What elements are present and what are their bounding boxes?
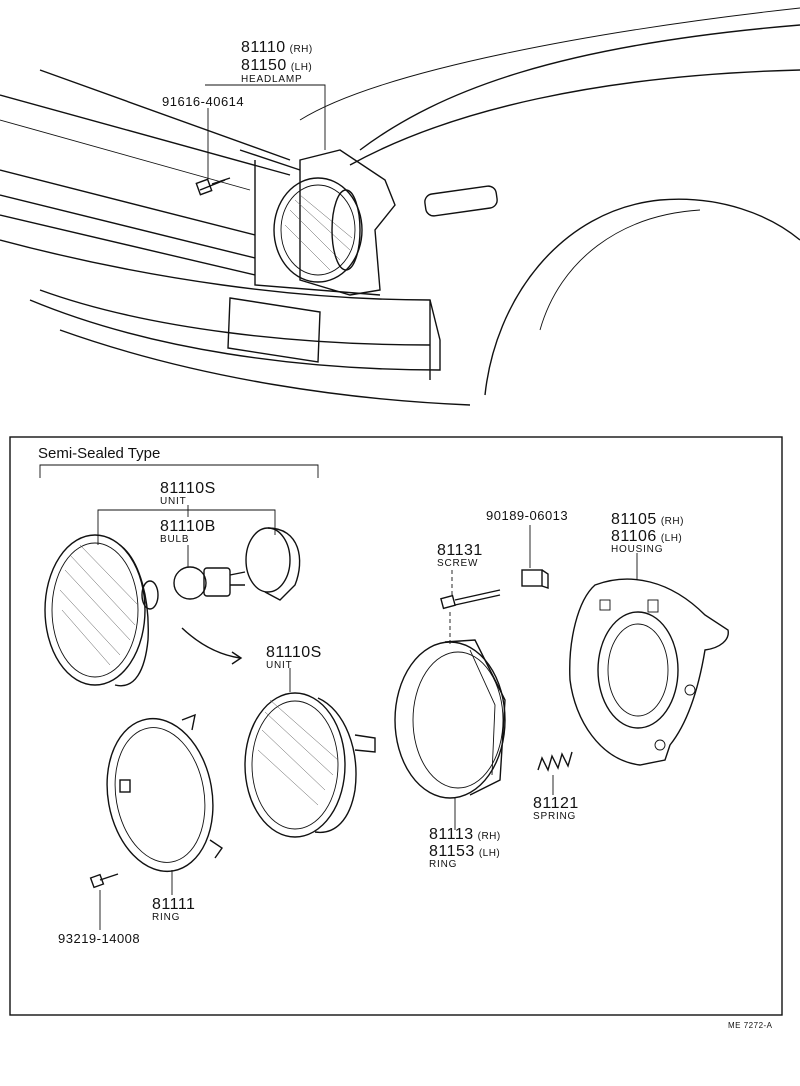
housing-name: HOUSING — [611, 544, 664, 555]
unit-bottom-label: 81110S UNIT — [266, 645, 322, 671]
unit-top-label: 81110S UNIT — [160, 481, 216, 507]
ring-81113-drawing — [394, 639, 506, 799]
semi-sealed-bracket — [39, 464, 319, 478]
spring-icon — [537, 751, 573, 772]
screw-93219-icon — [89, 873, 119, 889]
ring-81111-pn: 81111 — [152, 896, 196, 913]
housing-label: 81105(RH) 81106(LH) HOUSING — [611, 512, 684, 555]
semi-sealed-title: Semi-Sealed Type — [38, 445, 161, 462]
screw-81131-name: SCREW — [437, 558, 479, 569]
headlamp-pn-lh: 81150 — [241, 57, 287, 74]
housing-pn-lh: 81106 — [611, 528, 657, 545]
headlamp-lh: (LH) — [290, 62, 313, 73]
unit-top-name: UNIT — [160, 496, 187, 507]
ring-81113-lh: (LH) — [478, 848, 501, 859]
semi-sealed-frame — [9, 436, 783, 1016]
ring-81111-drawing — [106, 713, 223, 873]
housing-pn-rh: 81105 — [611, 511, 657, 528]
unit-bottom-name: UNIT — [266, 660, 293, 671]
ring-81113-label: 81113(RH) 81153(LH) RING — [429, 827, 501, 870]
housing-rh: (RH) — [660, 516, 684, 527]
nut-90189-label: 90189-06013 — [486, 508, 569, 523]
unit-bottom-pn: 81110S — [266, 644, 322, 661]
screw-81131-pn: 81131 — [437, 542, 483, 559]
spring-pn: 81121 — [533, 795, 579, 812]
headlamp-label: 81110(RH) 81150(LH) HEADLAMP — [241, 40, 313, 85]
ring-81111-label: 81111 RING — [152, 897, 195, 923]
screw-93219-label: 93219-14008 — [58, 931, 141, 946]
ring-81113-pn-lh: 81153 — [429, 843, 475, 860]
ring-81113-name: RING — [429, 859, 458, 870]
assembly-arrow-icon — [181, 627, 241, 659]
bulb-drawing — [173, 566, 246, 600]
ring-81113-pn-rh: 81113 — [429, 826, 474, 843]
bolt-91616-label: 91616-40614 — [162, 94, 245, 109]
housing-lh: (LH) — [660, 533, 683, 544]
headlamp-assembly — [273, 149, 396, 296]
socket-cap-drawing — [245, 527, 301, 601]
headlamp-name: HEADLAMP — [241, 74, 303, 85]
headlamp-pn-rh: 81110 — [241, 39, 286, 56]
car-front-drawing — [0, 7, 800, 406]
nut-90189-icon — [521, 569, 549, 589]
bolt-91616-icon — [195, 177, 231, 196]
drawing-code: ME 7272-A — [728, 1021, 773, 1030]
unit-bottom-drawing — [244, 692, 376, 838]
unit-top-pn: 81110S — [160, 480, 216, 497]
unit-top-drawing — [44, 534, 159, 687]
bulb-label: 81110B BULB — [160, 519, 216, 545]
screw-81131-icon — [440, 589, 501, 610]
ring-81113-rh: (RH) — [477, 831, 501, 842]
spring-label: 81121 SPRING — [533, 796, 579, 822]
housing-drawing — [569, 578, 729, 766]
headlamp-rh: (RH) — [289, 44, 313, 55]
screw-81131-label: 81131 SCREW — [437, 543, 483, 569]
ring-81111-name: RING — [152, 912, 181, 923]
bulb-name: BULB — [160, 534, 190, 545]
bulb-pn: 81110B — [160, 518, 216, 535]
spring-name: SPRING — [533, 811, 577, 822]
